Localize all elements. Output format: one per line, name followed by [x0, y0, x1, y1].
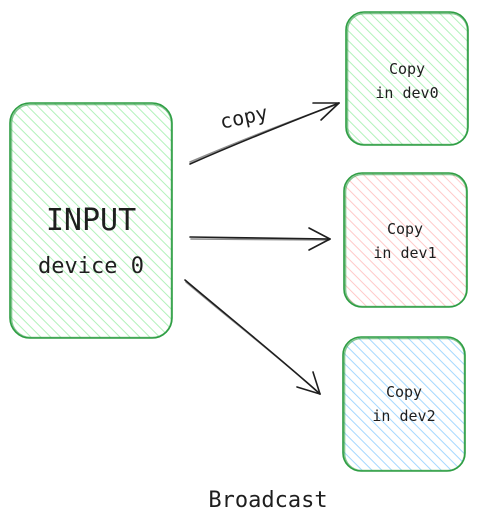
diagram-caption: Broadcast	[208, 488, 327, 513]
target-box-dev0: Copy in dev0	[345, 11, 469, 146]
arrow-to-dev2	[184, 279, 321, 395]
target-dev1-line2: in dev1	[373, 244, 436, 262]
target-dev0-line2: in dev0	[375, 84, 438, 102]
target-dev0-line1: Copy	[389, 60, 425, 78]
copy-arrow-label: copy	[218, 100, 270, 133]
target-dev1-line1: Copy	[387, 220, 423, 238]
arrow-to-dev0	[189, 102, 340, 165]
arrow-to-dev1	[189, 227, 331, 251]
target-dev2-line1: Copy	[386, 383, 422, 401]
target-box-dev2: Copy in dev2	[342, 336, 466, 472]
target-dev2-line2: in dev2	[372, 407, 435, 425]
target-box-dev1: Copy in dev1	[343, 172, 468, 308]
input-box: INPUT device 0	[9, 102, 173, 339]
input-subtitle: device 0	[38, 254, 144, 279]
input-title: INPUT	[46, 203, 136, 238]
